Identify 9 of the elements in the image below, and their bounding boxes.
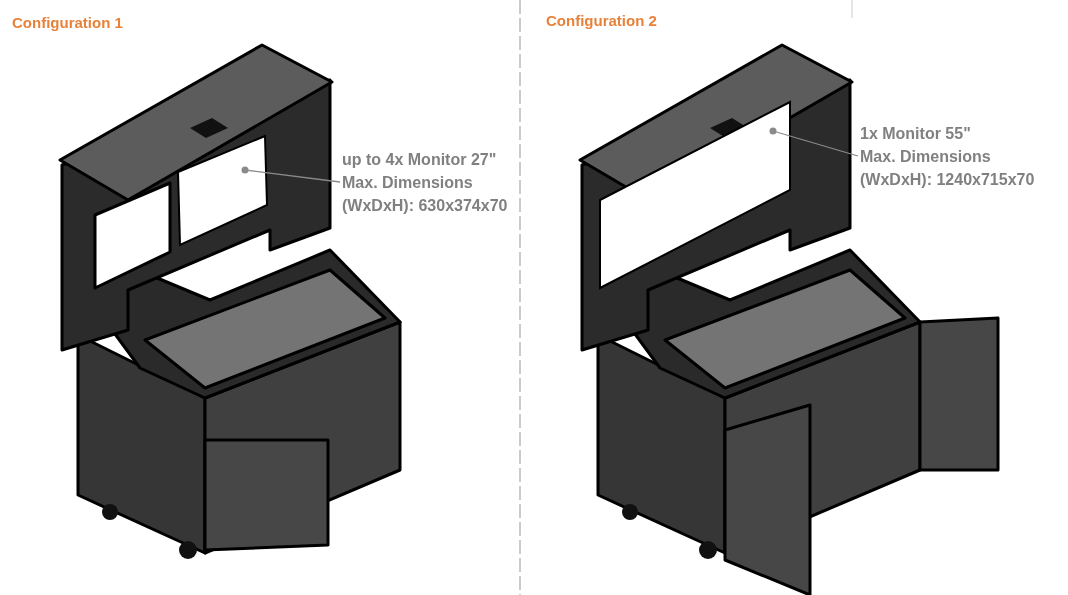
leader-line [241,166,341,183]
callout-text: up to 4x Monitor 27" [342,150,498,170]
callout-text: Max. Dimensions (WxDxH): 630x374x70 [342,173,509,216]
monitor-screen [599,100,791,290]
monitor-screen [177,134,268,247]
callout-text: 1x Monitor 55" [860,124,972,144]
section-title: Configuration 2 [546,12,657,29]
callout-text: Max. Dimensions (WxDxH): 1240x715x70 [860,147,1036,190]
section-title: Configuration 1 [12,14,123,31]
